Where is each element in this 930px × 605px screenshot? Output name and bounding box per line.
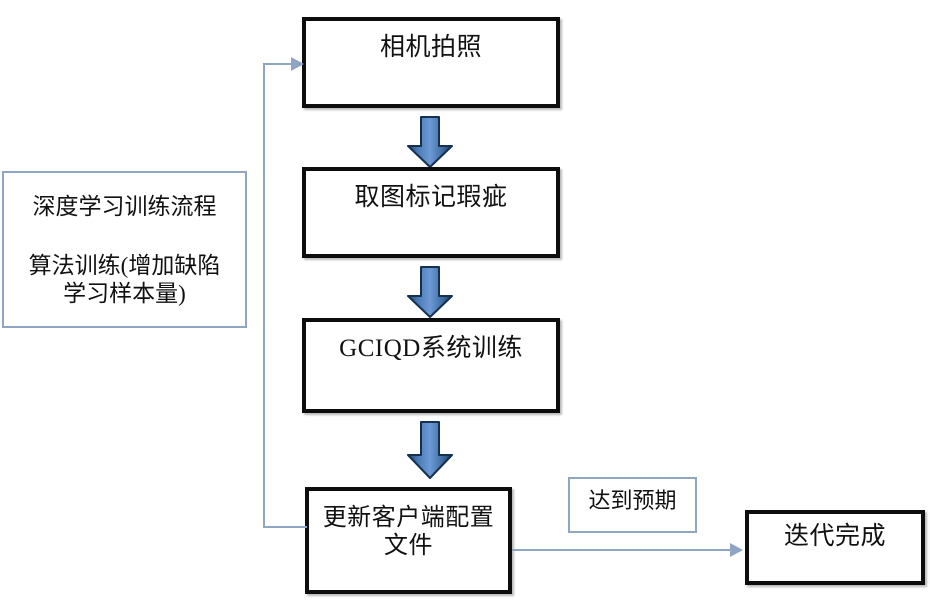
arrowhead-feedback-into-camera bbox=[291, 57, 304, 71]
block-arrow-down-gciqd-to-update bbox=[406, 421, 454, 479]
note-training-process-line1: 深度学习训练流程 bbox=[32, 194, 217, 219]
connector-update-to-done-line bbox=[512, 549, 736, 551]
note-box-meets-expectation[interactable]: 达到预期 bbox=[568, 477, 697, 533]
process-label-camera: 相机拍照 bbox=[379, 34, 482, 61]
process-box-camera[interactable]: 相机拍照 bbox=[302, 17, 560, 108]
process-label-iteration-done: 迭代完成 bbox=[783, 523, 886, 550]
connector-feedback-vertical-segment bbox=[263, 63, 265, 528]
process-label-update-config: 更新客户端配置 文件 bbox=[322, 505, 495, 560]
process-box-mark-defects[interactable]: 取图标记瑕疵 bbox=[302, 167, 560, 258]
connector-feedback-bottom-segment bbox=[263, 526, 307, 528]
process-label-mark-defects: 取图标记瑕疵 bbox=[354, 184, 508, 211]
note-meets-expectation-label: 达到预期 bbox=[588, 488, 677, 513]
note-training-process-line2: 算法训练(增加缺陷 学习样本量) bbox=[28, 253, 221, 306]
process-label-gciqd-training: GCIQD系统训练 bbox=[339, 335, 523, 362]
block-arrow-down-mark-to-gciqd bbox=[406, 266, 454, 318]
connector-feedback-top-segment bbox=[263, 63, 296, 65]
arrowhead-into-iteration-done bbox=[730, 543, 743, 557]
process-box-iteration-done[interactable]: 迭代完成 bbox=[745, 510, 925, 585]
block-arrow-down-camera-to-mark bbox=[406, 116, 454, 168]
process-box-update-config[interactable]: 更新客户端配置 文件 bbox=[305, 487, 512, 594]
note-box-training-process[interactable]: 深度学习训练流程 算法训练(增加缺陷 学习样本量) bbox=[2, 171, 247, 328]
process-box-gciqd-training[interactable]: GCIQD系统训练 bbox=[302, 318, 560, 413]
